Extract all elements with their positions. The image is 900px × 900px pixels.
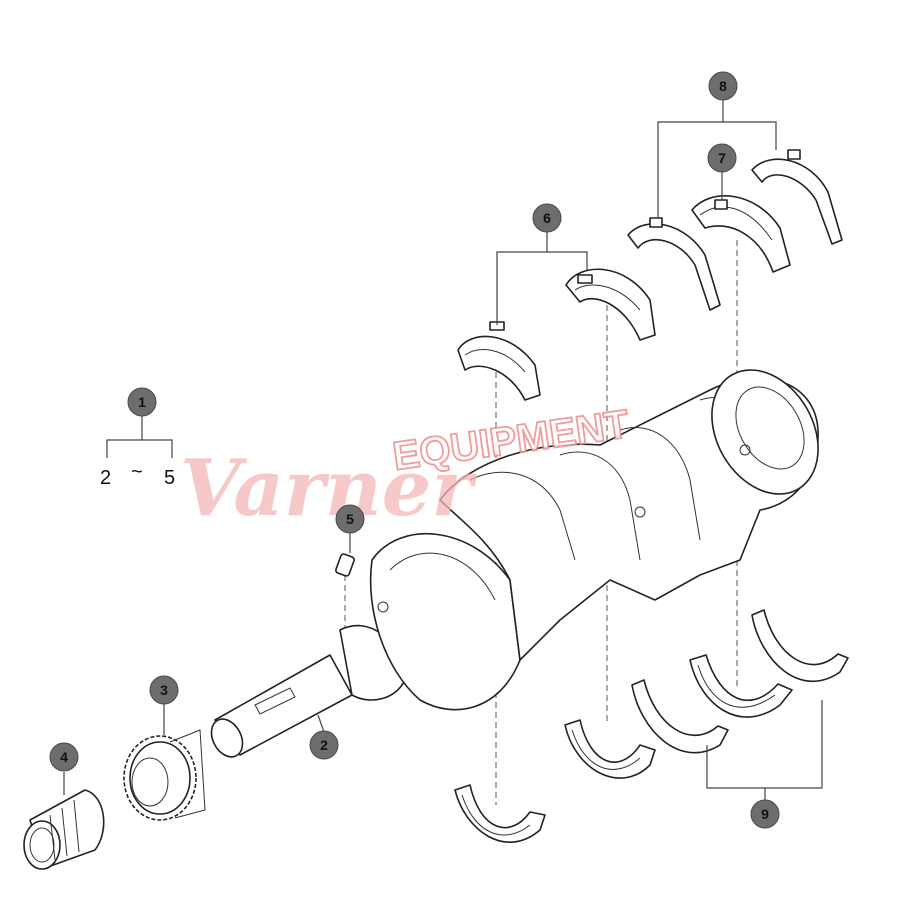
callout-6: 6 (532, 203, 562, 233)
range-from: 2 (100, 467, 111, 489)
svg-text:9: 9 (761, 806, 769, 822)
callout-4: 4 (49, 742, 79, 772)
callout-7: 7 (707, 143, 737, 173)
callout-2: 2 (309, 730, 339, 760)
svg-text:8: 8 (719, 78, 727, 94)
crank-gear (123, 729, 206, 821)
lower-thrust-washer-left (631, 679, 729, 754)
callout-8: 8 (708, 71, 738, 101)
woodruff-key (335, 553, 355, 577)
svg-text:7: 7 (718, 150, 726, 166)
svg-text:6: 6 (543, 210, 551, 226)
watermark-script: Varner (180, 443, 477, 534)
upper-bearing-shell-right (565, 268, 656, 341)
callout-3: 3 (149, 675, 179, 705)
lower-thrust-washer-right (751, 609, 849, 683)
upper-main-bearing-shell (691, 195, 791, 273)
callout-5: 5 (335, 504, 365, 534)
upper-thrust-washer-left (627, 217, 721, 311)
svg-text:3: 3 (160, 682, 168, 698)
svg-text:4: 4 (60, 749, 68, 765)
crankshaft (210, 369, 819, 758)
callout-9: 9 (750, 799, 780, 829)
lower-bearing-shell-left (454, 784, 546, 843)
lower-bearing-shell-center (564, 719, 656, 779)
callout-1: 1 (127, 387, 157, 417)
leader-lines (63, 100, 823, 800)
range-separator: ~ (131, 461, 143, 483)
crank-sleeve (23, 789, 105, 870)
lower-main-bearing-shell (689, 654, 793, 718)
svg-text:2: 2 (320, 737, 328, 753)
svg-text:5: 5 (346, 511, 354, 527)
upper-thrust-washer-right (751, 149, 843, 245)
range-to: 5 (164, 467, 175, 489)
svg-text:1: 1 (138, 394, 146, 410)
upper-bearing-shell-left (457, 321, 541, 401)
